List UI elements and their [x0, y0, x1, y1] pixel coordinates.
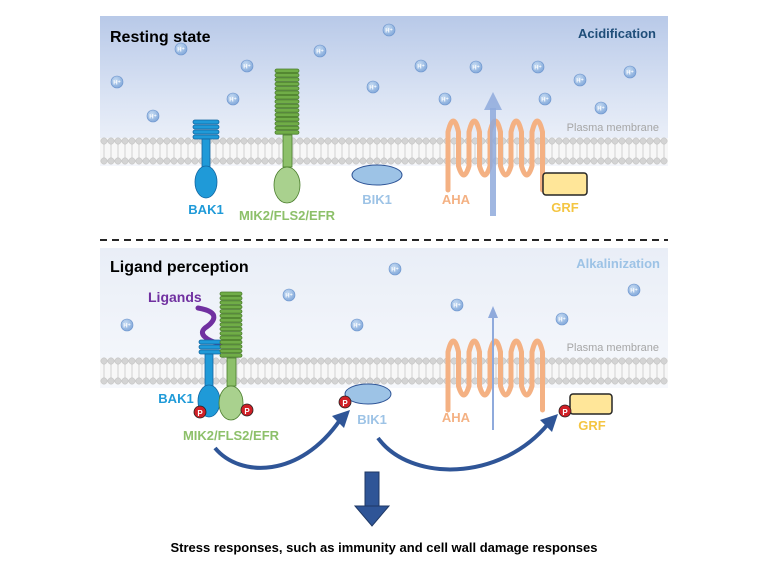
signaling-arrows [213, 410, 558, 472]
svg-text:H⁺: H⁺ [316, 49, 324, 56]
proton-icon: H⁺ [226, 92, 240, 106]
svg-text:H⁺: H⁺ [441, 97, 449, 104]
plasma-membrane-resting [100, 137, 668, 165]
panel-title-resting: Resting state [110, 29, 211, 46]
aha-label-ligand: AHA [442, 410, 471, 425]
svg-text:H⁺: H⁺ [391, 267, 399, 274]
proton-icon: H⁺ [174, 42, 188, 56]
svg-text:H⁺: H⁺ [626, 70, 634, 77]
aha-label-resting: AHA [442, 192, 471, 207]
bik1-label-resting: BIK1 [362, 192, 392, 207]
bak1-receptor-resting: BAK1 [188, 119, 224, 217]
svg-text:P: P [562, 408, 568, 417]
membrane-label-ligand: Plasma membrane [567, 342, 659, 354]
proton-icon: H⁺ [538, 92, 552, 106]
ligands-label: Ligands [148, 289, 202, 305]
svg-text:H⁺: H⁺ [385, 28, 393, 35]
proton-icon: H⁺ [573, 73, 587, 87]
receptor-label-ligand: MIK2/FLS2/EFR [183, 428, 280, 443]
receptor-ligand: MIK2/FLS2/EFR P [183, 291, 280, 443]
grf-resting: GRF [542, 172, 588, 215]
proton-icon: H⁺ [382, 23, 396, 37]
proton-icon: H⁺ [627, 283, 641, 297]
svg-text:H⁺: H⁺ [576, 78, 584, 85]
proton-icon: H⁺ [594, 101, 608, 115]
phospho-grf: P [558, 404, 572, 418]
svg-text:H⁺: H⁺ [417, 64, 425, 71]
svg-text:P: P [244, 407, 250, 416]
svg-text:H⁺: H⁺ [177, 47, 185, 54]
grf-ligand: P GRF [558, 393, 613, 433]
svg-text:H⁺: H⁺ [472, 65, 480, 72]
proton-icon: H⁺ [438, 92, 452, 106]
panel-ligand-perception: Ligand perception Alkalinization Plasma … [100, 248, 668, 443]
proton-icon: H⁺ [350, 318, 364, 332]
phospho-bik1: P [338, 395, 352, 409]
arrow-bik1-to-grf [376, 422, 550, 472]
svg-text:H⁺: H⁺ [597, 106, 605, 113]
svg-text:H⁺: H⁺ [113, 80, 121, 87]
downstream-arrow [353, 471, 391, 527]
proton-icon: H⁺ [282, 288, 296, 302]
proton-icon: H⁺ [531, 60, 545, 74]
phospho-receptor: P [240, 403, 254, 417]
proton-efflux-arrow-resting [484, 92, 502, 216]
proton-icon: H⁺ [623, 65, 637, 79]
panel-resting-state: Resting state Acidification Plasma membr… [100, 16, 668, 223]
grf-label-resting: GRF [551, 200, 579, 215]
stress-response-caption: Stress responses, such as immunity and c… [170, 540, 597, 555]
proton-icon: H⁺ [388, 262, 402, 276]
proton-icon: H⁺ [450, 298, 464, 312]
arrow-receptor-to-bik1 [213, 418, 342, 470]
ph-label-alkalinization: Alkalinization [576, 256, 660, 271]
svg-text:P: P [197, 409, 203, 418]
receptor-label-resting: MIK2/FLS2/EFR [239, 208, 336, 223]
proton-efflux-arrow-ligand [488, 306, 498, 430]
svg-text:H⁺: H⁺ [453, 303, 461, 310]
proton-icon: H⁺ [240, 59, 254, 73]
proton-icon: H⁺ [110, 75, 124, 89]
svg-text:H⁺: H⁺ [630, 288, 638, 295]
svg-text:H⁺: H⁺ [149, 114, 157, 121]
proton-icon: H⁺ [146, 109, 160, 123]
svg-text:H⁺: H⁺ [229, 97, 237, 104]
svg-text:H⁺: H⁺ [353, 323, 361, 330]
bak1-receptor-ligand: BAK1 P [158, 339, 222, 419]
svg-text:H⁺: H⁺ [369, 85, 377, 92]
svg-text:H⁺: H⁺ [534, 65, 542, 72]
proton-icon: H⁺ [469, 60, 483, 74]
grf-label-ligand: GRF [578, 418, 606, 433]
svg-text:H⁺: H⁺ [285, 293, 293, 300]
svg-text:H⁺: H⁺ [541, 97, 549, 104]
bik1-label-ligand: BIK1 [357, 412, 387, 427]
proton-icon: H⁺ [555, 312, 569, 326]
bik1-resting: BIK1 [351, 164, 403, 207]
proton-icon: H⁺ [414, 59, 428, 73]
phospho-bak1: P [193, 405, 207, 419]
proton-icon: H⁺ [313, 44, 327, 58]
protons-ligand: H⁺ H⁺ H⁺ H⁺ H⁺ H⁺ H⁺ [120, 262, 641, 332]
bak1-label-resting: BAK1 [188, 202, 223, 217]
svg-text:H⁺: H⁺ [243, 64, 251, 71]
membrane-label-resting: Plasma membrane [567, 122, 659, 134]
receptor-resting: MIK2/FLS2/EFR [239, 68, 336, 223]
bak1-label-ligand: BAK1 [158, 391, 193, 406]
plasma-membrane-ligand [100, 357, 668, 385]
svg-text:H⁺: H⁺ [558, 317, 566, 324]
panel-title-ligand: Ligand perception [110, 259, 249, 276]
proton-icon: H⁺ [120, 318, 134, 332]
ph-label-acidification: Acidification [578, 26, 656, 41]
svg-text:H⁺: H⁺ [123, 323, 131, 330]
bik1-ligand: P BIK1 [338, 383, 392, 427]
svg-text:P: P [342, 399, 348, 408]
protons-resting: H⁺ H⁺ H⁺ H⁺ H⁺ H⁺ H⁺ H⁺ H⁺ H⁺ H⁺ H⁺ H⁺ H⁺ H⁺ H⁺ [110, 23, 637, 123]
proton-icon: H⁺ [366, 80, 380, 94]
aha-pump-ligand: AHA [442, 338, 545, 425]
